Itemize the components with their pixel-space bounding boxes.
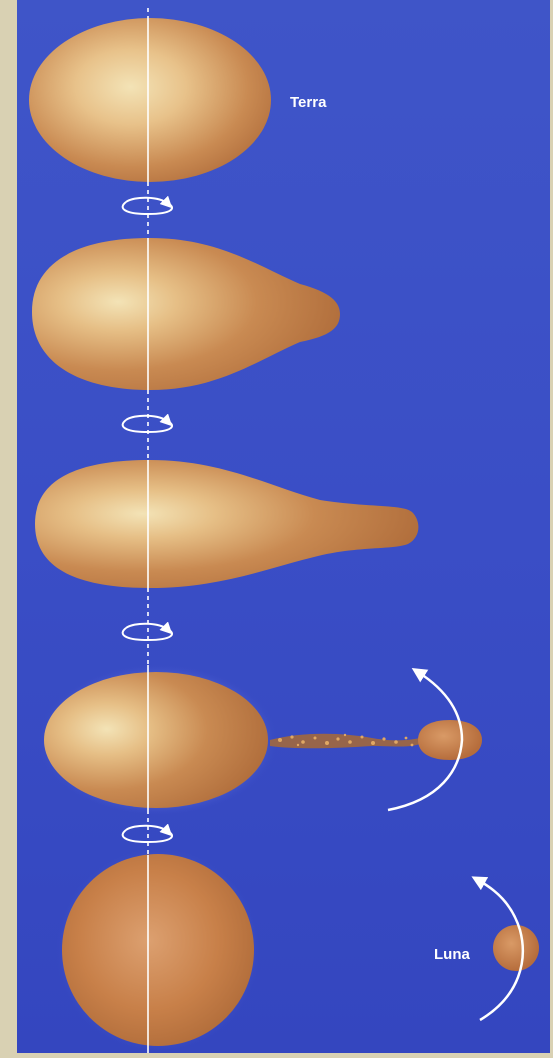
label-earth: Terra — [290, 94, 327, 111]
stage-5-earth — [56, 848, 260, 1052]
stage-1-earth — [29, 18, 271, 182]
label-moon: Luna — [434, 946, 470, 963]
proto-moon — [418, 720, 482, 760]
